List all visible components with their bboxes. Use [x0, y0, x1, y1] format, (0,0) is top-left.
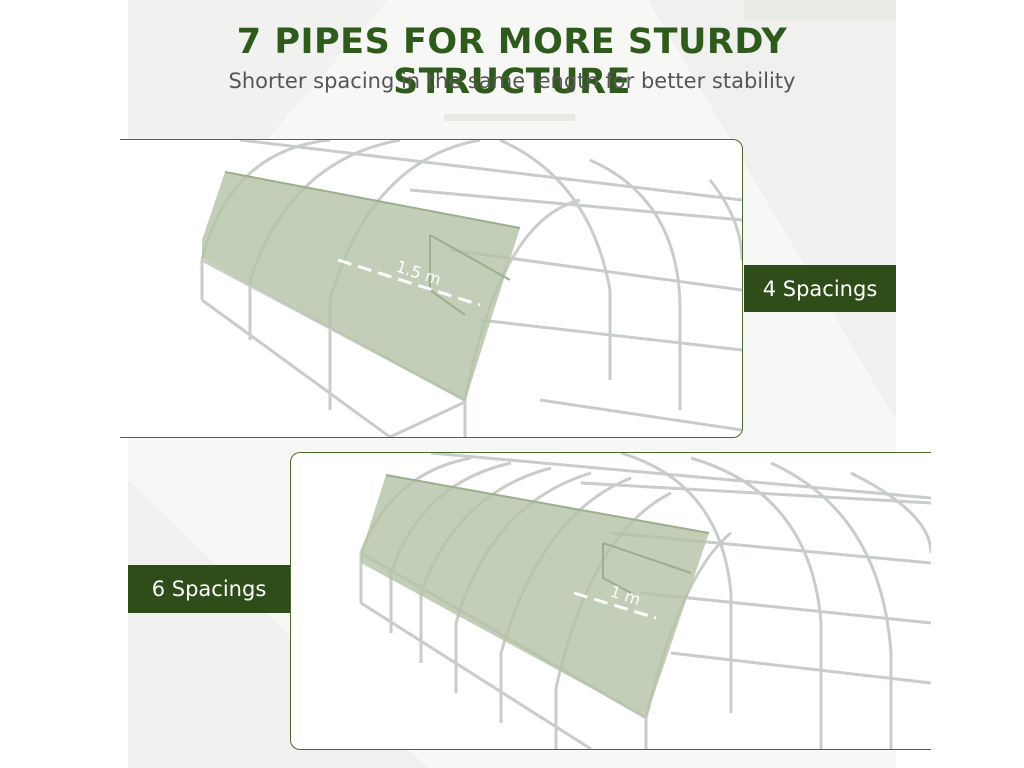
page-title: 7 PIPES FOR MORE STURDY STRUCTURE [236, 22, 788, 102]
top-accent-bar [744, 0, 896, 20]
greenhouse-6-spacings-image: 1 m [290, 452, 931, 750]
measurement-dash-line [573, 591, 657, 620]
greenhouse-frame-illustration: 1.5 m [200, 140, 742, 437]
cover-panel [202, 172, 520, 402]
spacing-tag-6: 6 Spacings [128, 565, 290, 613]
cover-panel [361, 475, 709, 718]
greenhouse-4-spacings-image: 1.5 m [120, 139, 743, 438]
measurement-dash-line [337, 258, 481, 307]
title-divider [444, 114, 575, 121]
page-subtitle: Shorter spacing in the same length for b… [228, 69, 796, 93]
greenhouse-frame-illustration: 1 m [359, 453, 931, 749]
spacing-tag-4: 4 Spacings [744, 265, 896, 312]
